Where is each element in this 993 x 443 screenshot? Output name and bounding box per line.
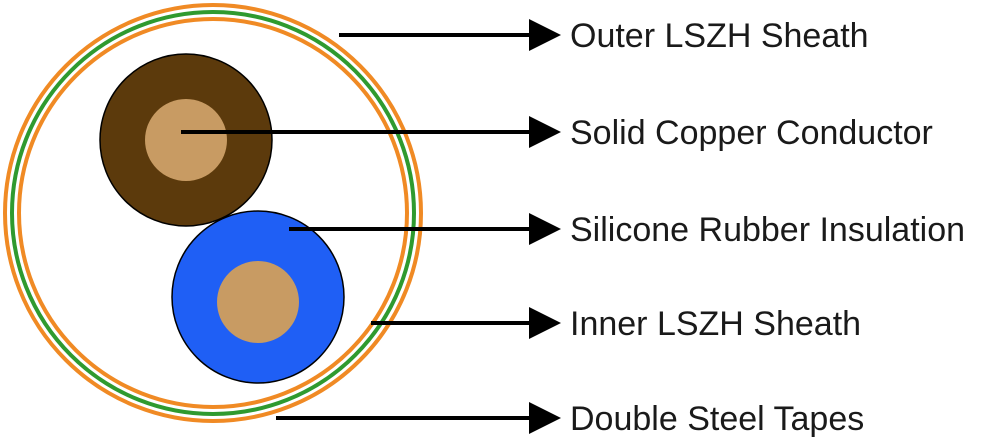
conductor-label: Solid Copper Conductor [570,114,933,152]
brown-core-copper-conductor [145,99,227,181]
insulation-label: Silicone Rubber Insulation [570,211,965,249]
steel-tape-ring [10,10,416,416]
steel-tapes-label: Double Steel Tapes [570,400,864,438]
inner-lszh-sheath-ring [17,17,409,409]
outer-lszh-sheath-ring [3,3,423,423]
inner-sheath-label: Inner LSZH Sheath [570,305,861,343]
blue-core-copper-conductor [217,261,299,343]
outer-sheath-label: Outer LSZH Sheath [570,17,869,55]
